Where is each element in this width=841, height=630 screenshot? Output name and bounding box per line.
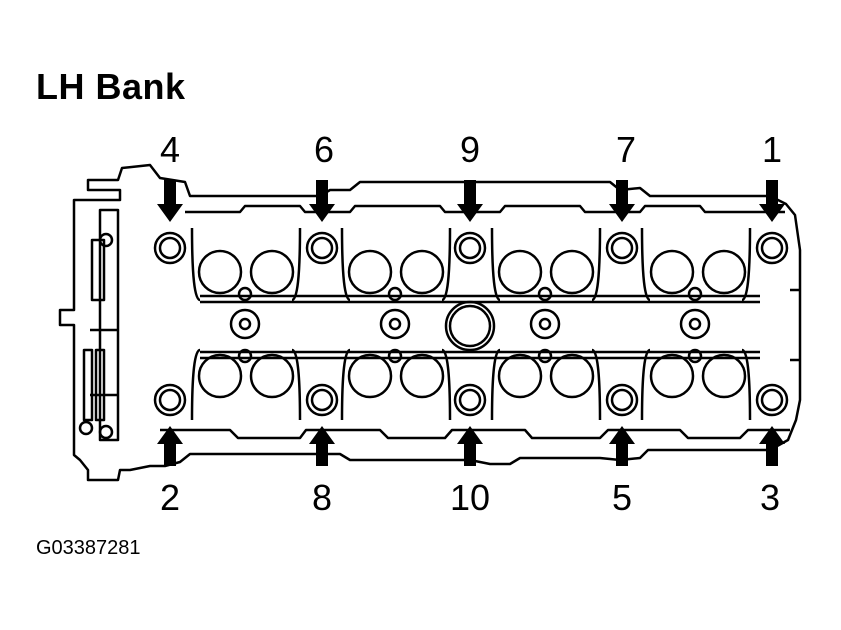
arrow-up-icon: [609, 426, 635, 466]
figure-id: G03387281: [36, 537, 141, 559]
arrow-up-icon: [759, 426, 785, 466]
diagram-title: LH Bank: [36, 66, 186, 107]
arrow-down-icon: [759, 180, 785, 222]
top-sequence-numbers: 4 6 9 7 1: [160, 129, 782, 170]
valve-groups: [190, 227, 752, 421]
bolt-number-top: 7: [616, 129, 636, 170]
bolt-number-bottom: 10: [450, 477, 490, 518]
bolt-bottom-3: [453, 383, 487, 417]
bolt-number-top: 6: [314, 129, 334, 170]
bolt-top-1: [153, 231, 187, 265]
arrow-down-icon: [157, 180, 183, 222]
bottom-sequence-numbers: 2 8 10 5 3: [160, 477, 780, 518]
bolt-top-2: [305, 231, 339, 265]
cam-rails: [200, 294, 760, 360]
arrow-up-icon: [457, 426, 483, 466]
bolt-number-top: 4: [160, 129, 180, 170]
bolt-number-top: 9: [460, 129, 480, 170]
bolt-bottom-2: [305, 383, 339, 417]
arrows: [157, 180, 785, 466]
bolt-top-5: [755, 231, 789, 265]
bolt-number-bottom: 3: [760, 477, 780, 518]
arrow-up-icon: [157, 426, 183, 466]
arrow-down-icon: [457, 180, 483, 222]
arrow-up-icon: [309, 426, 335, 466]
bolt-bottom-4: [605, 383, 639, 417]
arrow-down-icon: [609, 180, 635, 222]
bolt-number-bottom: 2: [160, 477, 180, 518]
arrow-down-icon: [309, 180, 335, 222]
bolt-bottom-1: [153, 383, 187, 417]
bolt-number-bottom: 5: [612, 477, 632, 518]
bolt-bottom-5: [755, 383, 789, 417]
bolt-number-top: 1: [762, 129, 782, 170]
bolt-top-3: [453, 231, 487, 265]
bolt-number-bottom: 8: [312, 477, 332, 518]
bolt-top-4: [605, 231, 639, 265]
head-bolts: [153, 231, 789, 417]
